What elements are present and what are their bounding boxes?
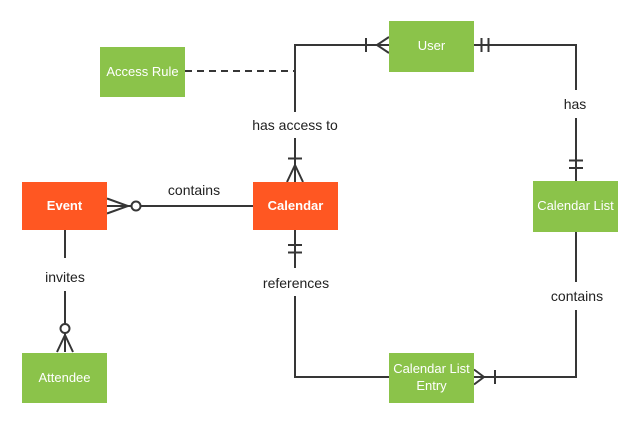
connector-event-invites-attendee — [56, 230, 74, 353]
relationship-label-contains-list-entry: contains — [548, 288, 606, 304]
relationship-label-contains-event-calendar: contains — [165, 182, 223, 198]
entity-attendee: Attendee — [22, 353, 107, 403]
connector-line — [474, 232, 577, 378]
exactly-one-bars-icon — [480, 38, 490, 52]
connector-user-has-calendar-list — [474, 38, 583, 181]
relationship-label-invites: invites — [43, 269, 87, 285]
exactly-one-bars-icon — [288, 244, 302, 254]
connector-calendar-has-access-to-user — [286, 36, 390, 183]
zero-ring-icon — [59, 323, 71, 334]
entity-calendar-list-entry: Calendar List Entry — [389, 353, 474, 403]
entity-calendar-list: Calendar List — [533, 181, 618, 232]
connector-line — [294, 44, 389, 112]
crow-foot-many-icon — [286, 164, 304, 183]
entity-event: Event — [22, 182, 107, 230]
relationship-label-references: references — [260, 275, 332, 291]
connector-line — [474, 44, 577, 90]
exactly-one-bars-icon — [569, 159, 583, 169]
crow-foot-many-icon — [56, 334, 74, 353]
connector-event-contains-calendar — [106, 197, 253, 215]
relationship-label-has-access-to: has access to — [250, 117, 340, 133]
crow-foot-many-icon — [376, 36, 390, 54]
entity-access-rule: Access Rule — [100, 47, 185, 97]
zero-ring-icon — [130, 200, 142, 212]
connector-calendar-references-entry — [288, 230, 389, 378]
relationship-label-has: has — [561, 96, 589, 112]
crow-foot-many-icon — [106, 197, 129, 215]
connector-calendar-list-contains-entry — [473, 232, 577, 386]
connector-line — [294, 230, 389, 378]
entity-calendar: Calendar — [253, 182, 338, 230]
entity-user: User — [389, 21, 474, 72]
crow-foot-many-icon — [473, 368, 485, 386]
